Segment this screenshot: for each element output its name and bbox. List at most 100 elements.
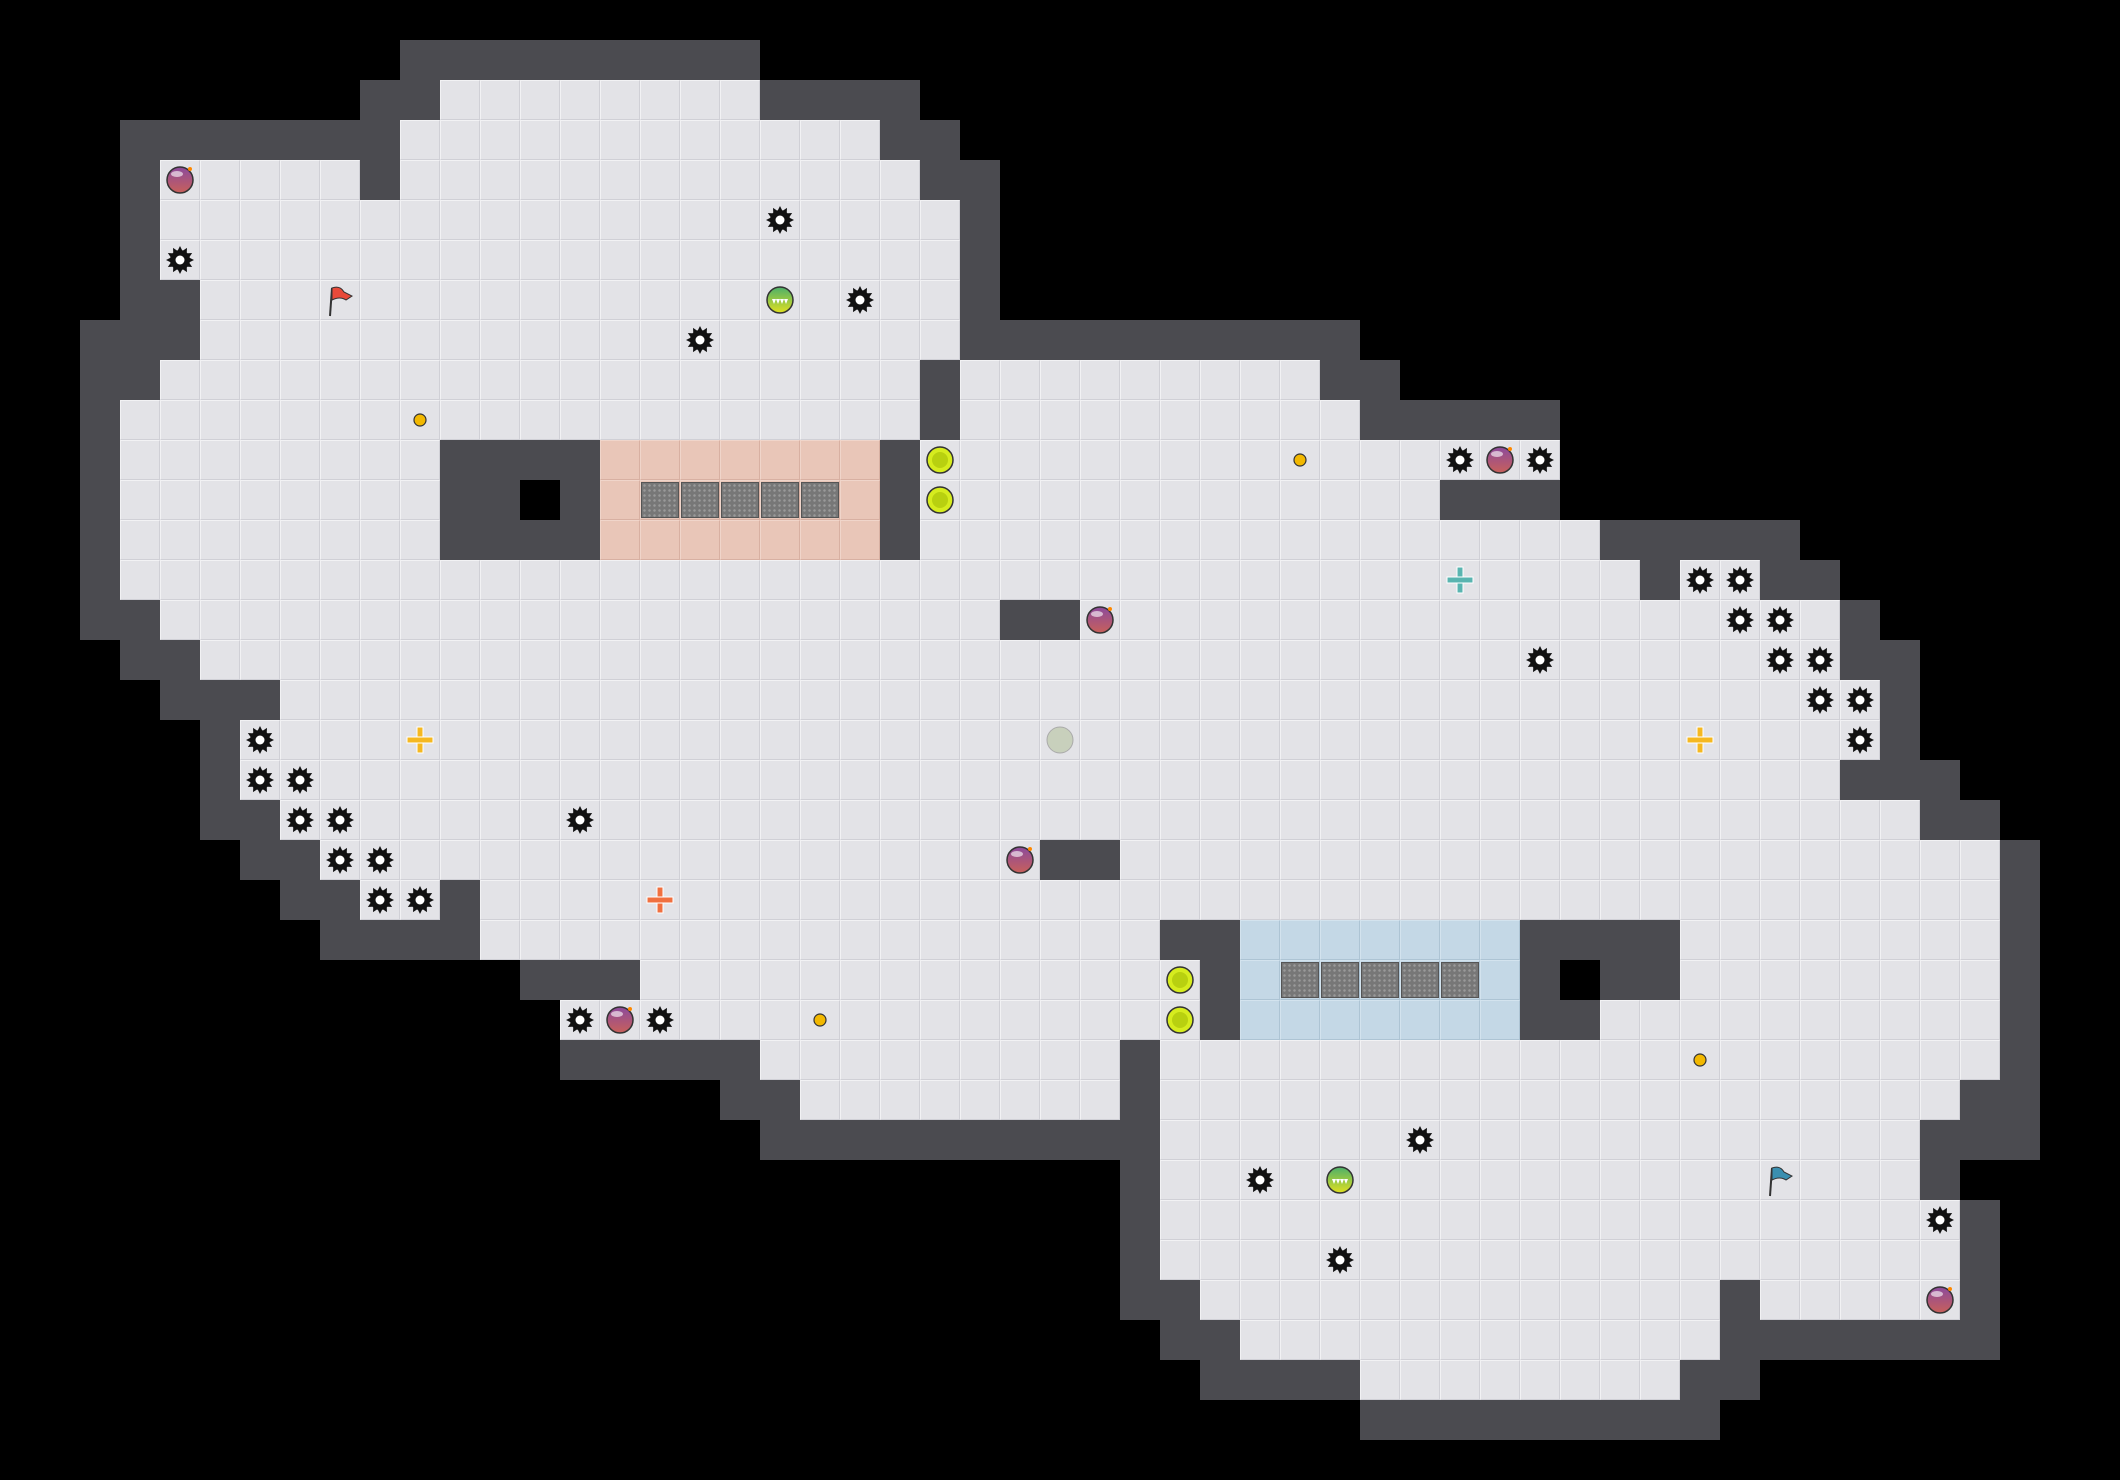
floor-tile <box>560 840 600 880</box>
floor-tile <box>1760 1000 1800 1040</box>
floor-tile <box>1920 1040 1960 1080</box>
floor-tile <box>960 560 1000 600</box>
floor-tile <box>1880 920 1920 960</box>
floor-tile <box>1600 1240 1640 1280</box>
floor-tile <box>1280 720 1320 760</box>
floor-tile <box>560 160 600 200</box>
floor-tile <box>560 200 600 240</box>
wall-tile <box>1480 1400 1520 1440</box>
floor-tile <box>1440 1280 1480 1320</box>
floor-tile <box>1600 1040 1640 1080</box>
floor-tile <box>1320 1320 1360 1360</box>
floor-tile <box>800 120 840 160</box>
floor-tile <box>1160 600 1200 640</box>
floor-tile <box>1200 600 1240 640</box>
floor-tile <box>840 400 880 440</box>
wall-tile <box>1520 1400 1560 1440</box>
floor-tile <box>880 760 920 800</box>
wall-tile <box>1720 1360 1760 1400</box>
floor-tile <box>440 800 480 840</box>
wall-tile <box>1960 800 2000 840</box>
floor-tile <box>1080 560 1120 600</box>
floor-tile <box>1120 520 1160 560</box>
wall-tile <box>920 400 960 440</box>
floor-tile <box>1600 1120 1640 1160</box>
floor-tile <box>1040 800 1080 840</box>
floor-tile <box>1840 960 1880 1000</box>
wall-tile <box>1840 600 1880 640</box>
floor-tile <box>760 680 800 720</box>
wall-tile <box>1960 1120 2000 1160</box>
floor-tile <box>880 240 920 280</box>
wall-tile <box>640 1040 680 1080</box>
wall-tile <box>1640 520 1680 560</box>
wall-tile <box>600 1040 640 1080</box>
floor-tile <box>1280 560 1320 600</box>
wall-tile <box>1760 1320 1800 1360</box>
floor-tile <box>1480 840 1520 880</box>
wall-tile <box>1920 1120 1960 1160</box>
floor-tile <box>1240 1200 1280 1240</box>
floor-tile <box>1400 1080 1440 1120</box>
floor-tile <box>920 320 960 360</box>
floor-tile <box>1440 1120 1480 1160</box>
floor-tile <box>1320 1280 1360 1320</box>
floor-tile <box>1800 720 1840 760</box>
floor-tile <box>240 600 280 640</box>
floor-tile <box>1840 1200 1880 1240</box>
floor-tile <box>720 400 760 440</box>
floor-tile <box>800 240 840 280</box>
floor-tile <box>680 80 720 120</box>
floor-tile <box>1520 1320 1560 1360</box>
floor-tile <box>800 840 840 880</box>
floor-tile <box>280 720 320 760</box>
wall-tile <box>1880 760 1920 800</box>
wall-tile <box>360 120 400 160</box>
wall-tile <box>1240 1360 1280 1400</box>
floor-tile <box>920 880 960 920</box>
floor-tile <box>1240 760 1280 800</box>
wall-tile <box>1920 760 1960 800</box>
floor-tile <box>1040 640 1080 680</box>
floor-tile <box>720 600 760 640</box>
spike-icon <box>400 880 440 920</box>
floor-tile <box>1080 880 1120 920</box>
floor-tile <box>1000 440 1040 480</box>
floor-tile <box>280 200 320 240</box>
floor-tile <box>600 240 640 280</box>
spike-icon <box>640 1000 680 1040</box>
floor-tile <box>160 360 200 400</box>
floor-tile <box>680 720 720 760</box>
floor-tile <box>640 680 680 720</box>
wall-tile <box>1520 480 1560 520</box>
floor-tile <box>1160 1040 1200 1080</box>
floor-tile <box>800 920 840 960</box>
floor-tile <box>1760 920 1800 960</box>
floor-tile <box>1800 760 1840 800</box>
floor-tile <box>1480 800 1520 840</box>
floor-tile <box>520 720 560 760</box>
floor-tile <box>1160 440 1200 480</box>
floor-tile <box>440 320 480 360</box>
wall-tile <box>600 960 640 1000</box>
floor-tile <box>1640 1080 1680 1120</box>
floor-tile <box>960 880 1000 920</box>
blue-endzone-tile <box>1440 1000 1480 1040</box>
floor-tile <box>840 360 880 400</box>
floor-tile <box>400 280 440 320</box>
floor-tile <box>1680 1160 1720 1200</box>
floor-tile <box>720 720 760 760</box>
floor-tile <box>440 760 480 800</box>
wall-tile <box>1920 800 1960 840</box>
floor-tile <box>1480 560 1520 600</box>
wall-tile <box>520 960 560 1000</box>
floor-tile <box>640 800 680 840</box>
floor-tile <box>1360 1240 1400 1280</box>
floor-tile <box>800 560 840 600</box>
floor-tile <box>800 320 840 360</box>
floor-tile <box>1520 1120 1560 1160</box>
floor-tile <box>120 440 160 480</box>
floor-tile <box>360 800 400 840</box>
floor-tile <box>1520 1240 1560 1280</box>
floor-tile <box>1440 1240 1480 1280</box>
